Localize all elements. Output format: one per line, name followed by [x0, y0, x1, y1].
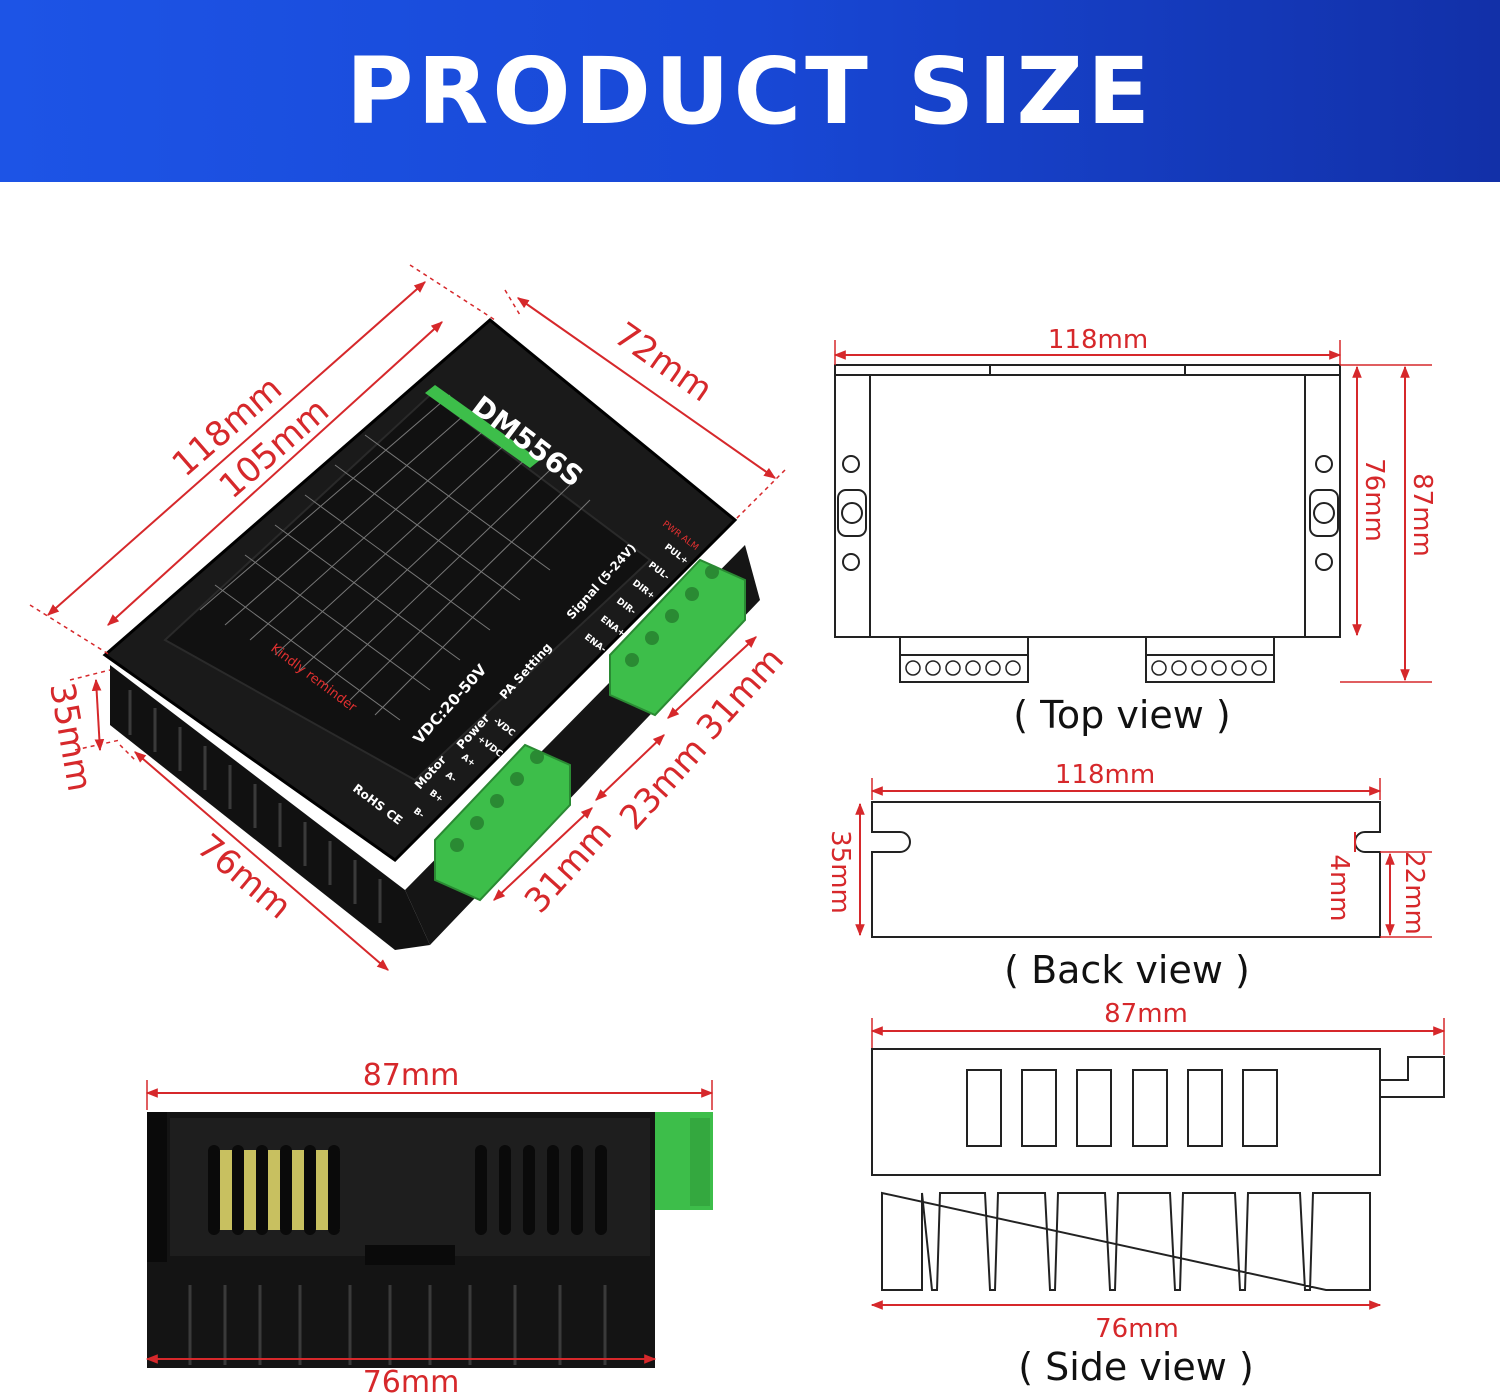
- iso-dimensions: [47, 281, 776, 971]
- top-dim-87: 87mm: [1407, 473, 1437, 557]
- front-dim-87: 87mm: [363, 1058, 460, 1093]
- top-view: [834, 364, 1341, 683]
- side-dim-87: 87mm: [1104, 999, 1188, 1029]
- back-view-dimensions: [855, 778, 1432, 938]
- front-vents: [208, 1145, 607, 1235]
- iso-extension-lines: [29, 264, 786, 761]
- side-view: [871, 1048, 1445, 1291]
- iso-dim-35: 35mm: [41, 680, 99, 795]
- top-dim-76: 76mm: [1359, 458, 1389, 542]
- front-photo: [147, 1112, 713, 1368]
- back-dim-4: 4mm: [1324, 854, 1354, 921]
- side-view-dimensions: [870, 1018, 1446, 1310]
- top-dim-118: 118mm: [1048, 325, 1148, 355]
- iso-green-strip: [425, 385, 540, 468]
- iso-dim-23: 23mm: [612, 730, 715, 838]
- back-dim-35: 35mm: [825, 830, 855, 914]
- front-dim-76: 76mm: [363, 1365, 460, 1396]
- iso-dim-72: 72mm: [607, 315, 720, 411]
- front-photo-dimensions: [145, 1080, 714, 1364]
- top-view-dimensions: [833, 340, 1432, 683]
- back-view-caption: ( Back view ): [1004, 948, 1250, 992]
- top-view-caption: ( Top view ): [1013, 693, 1231, 737]
- side-view-caption: ( Side view ): [1018, 1345, 1254, 1389]
- back-dim-22: 22mm: [1399, 851, 1429, 935]
- side-dim-76: 76mm: [1095, 1314, 1179, 1344]
- back-dim-118: 118mm: [1055, 760, 1155, 790]
- header-banner: PRODUCT SIZE: [0, 0, 1500, 182]
- front-fins: [188, 1285, 607, 1365]
- back-view: [871, 801, 1381, 938]
- page-title: PRODUCT SIZE: [346, 37, 1154, 145]
